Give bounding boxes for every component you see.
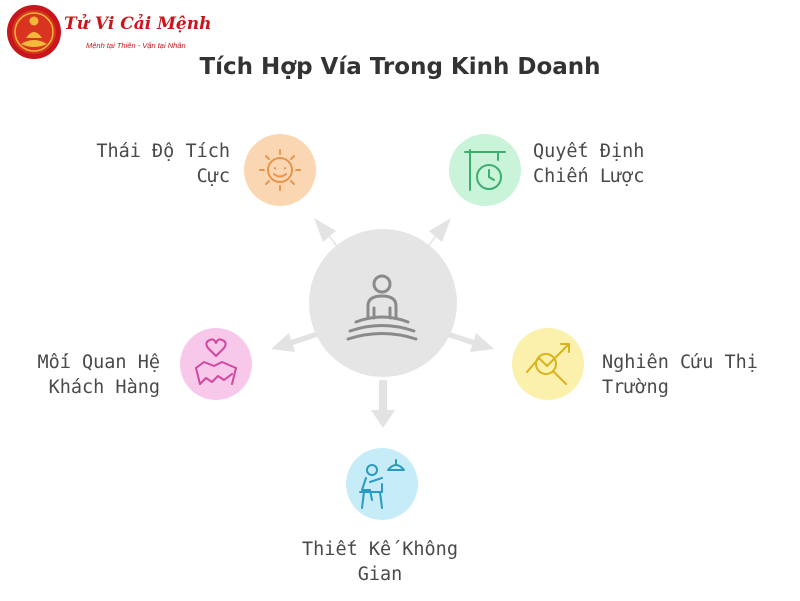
buddha-logo-icon [7, 5, 61, 59]
chart-magnifier-icon [526, 343, 570, 385]
node-research [512, 328, 584, 400]
center-hub [309, 229, 457, 377]
label-research: Nghiên Cứu Thị Trường [602, 352, 758, 398]
person-lamp-chair-icon [359, 459, 405, 509]
meditating-person-icon [346, 274, 418, 341]
diagram-title: Tích Hợp Vía Trong Kinh Doanh [199, 54, 601, 80]
label-relations: Mối Quan Hệ Khách Hàng [37, 352, 160, 398]
brand-tagline: Mệnh tại Thiên - Vận tại Nhân [86, 41, 186, 50]
brand-name: Tử Vi Cải Mệnh [64, 14, 212, 34]
arrow-to-relations [271, 331, 320, 352]
signpost-clock-icon [464, 149, 506, 191]
label-strategy: Quyết Định Chiến Lược [533, 141, 645, 187]
sun-smile-icon [259, 149, 301, 191]
label-space: Thiết Kế Không Gian [302, 539, 458, 585]
brand-logo: Tử Vi Cải Mệnh Mệnh tại Thiên - Vận tại … [6, 4, 211, 60]
node-space [346, 448, 418, 520]
node-relations [180, 328, 252, 400]
node-strategy [449, 134, 521, 206]
heart-handshake-icon [195, 338, 237, 385]
arrow-to-space [371, 380, 395, 428]
arrow-to-research [445, 331, 494, 352]
label-attitude: Thái Độ Tích Cực [96, 141, 230, 187]
node-attitude [244, 134, 316, 206]
